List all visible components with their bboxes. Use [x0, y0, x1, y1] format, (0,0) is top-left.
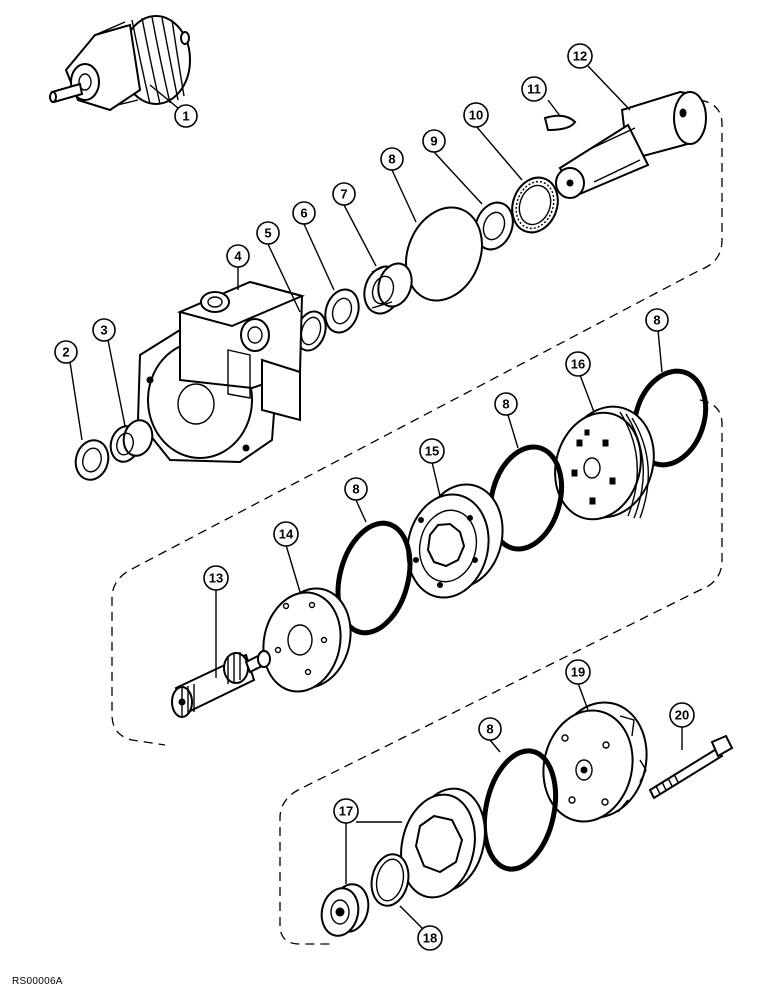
svg-text:3: 3: [100, 323, 107, 338]
part-8-o-ring-left: [335, 520, 413, 636]
callout-8-top: 8: [380, 147, 404, 171]
svg-text:10: 10: [469, 108, 483, 123]
svg-text:8: 8: [653, 313, 660, 328]
callout-2: 2: [54, 340, 78, 364]
callout-9: 9: [422, 129, 446, 153]
svg-text:9: 9: [430, 134, 437, 149]
svg-text:12: 12: [573, 49, 587, 64]
part-14-spacer-plate: [262, 587, 352, 693]
svg-text:19: 19: [571, 665, 585, 680]
part-7-needle-bearing: [363, 262, 413, 315]
svg-text:5: 5: [264, 226, 271, 241]
callout-10: 10: [463, 102, 489, 128]
part-18-seal-ring: [370, 853, 410, 907]
part-10-thrust-bearing: [511, 176, 559, 234]
callout-5: 5: [256, 221, 280, 245]
svg-text:8: 8: [502, 397, 509, 412]
callout-4: 4: [226, 244, 250, 268]
svg-text:8: 8: [486, 722, 493, 737]
part-4-housing: [136, 280, 306, 464]
part-20-bolt: [648, 734, 734, 800]
part-13-drive-link: [171, 650, 271, 718]
svg-text:11: 11: [527, 82, 541, 97]
figure-reference-code: RS00006A: [12, 976, 63, 987]
svg-text:14: 14: [279, 527, 294, 542]
part-2-dust-seal: [74, 439, 110, 481]
svg-text:17: 17: [339, 804, 353, 819]
svg-text:13: 13: [209, 571, 223, 586]
callout-13: 13: [203, 565, 229, 591]
part-9-thrust-washer: [474, 201, 514, 251]
callout-12: 12: [567, 43, 593, 69]
part-19-end-cap: [542, 701, 648, 823]
part-11-key: [543, 114, 577, 132]
callout-16: 16: [565, 351, 591, 377]
callout-15: 15: [419, 438, 445, 464]
callout-1: 1: [174, 104, 198, 128]
svg-text:20: 20: [675, 708, 689, 723]
callout-6: 6: [292, 201, 316, 225]
part-16-valve-plate: [554, 405, 655, 521]
svg-text:2: 2: [62, 345, 69, 360]
svg-text:1: 1: [182, 109, 189, 124]
callout-7: 7: [332, 182, 356, 206]
svg-text:15: 15: [425, 444, 439, 459]
part-12-output-shaft: [555, 90, 707, 199]
assembly-guide-line-lower: [279, 399, 723, 945]
part-8-o-ring-middle: [488, 444, 564, 552]
part-8-o-ring-lower: [481, 748, 559, 872]
callout-3: 3: [92, 318, 116, 342]
part-17-gerotor-set: [320, 787, 486, 937]
svg-text:18: 18: [423, 931, 437, 946]
callout-8-middle: 8: [494, 392, 518, 416]
callout-8-right: 8: [645, 308, 669, 332]
svg-text:8: 8: [352, 482, 359, 497]
part-15-gerotor: [406, 483, 504, 599]
svg-text:7: 7: [340, 187, 347, 202]
callout-17: 17: [333, 798, 359, 824]
part-8-o-ring-upper: [405, 206, 483, 302]
part-8-o-ring-right: [631, 368, 709, 468]
callout-8-left: 8: [344, 477, 368, 501]
svg-text:6: 6: [300, 206, 307, 221]
callout-20: 20: [669, 702, 695, 728]
svg-text:8: 8: [388, 152, 395, 167]
part-3-bushing: [109, 419, 154, 463]
leader-lines: [69, 65, 683, 929]
callout-8-bottom: 8: [478, 717, 502, 741]
part-1-motor-assembly: [49, 15, 191, 112]
callout-18: 18: [417, 925, 443, 951]
callout-11: 11: [521, 76, 547, 102]
callout-14: 14: [273, 521, 299, 547]
callout-19: 19: [565, 659, 591, 685]
svg-text:4: 4: [234, 249, 242, 264]
part-6-seal: [324, 288, 360, 334]
svg-text:16: 16: [571, 357, 585, 372]
